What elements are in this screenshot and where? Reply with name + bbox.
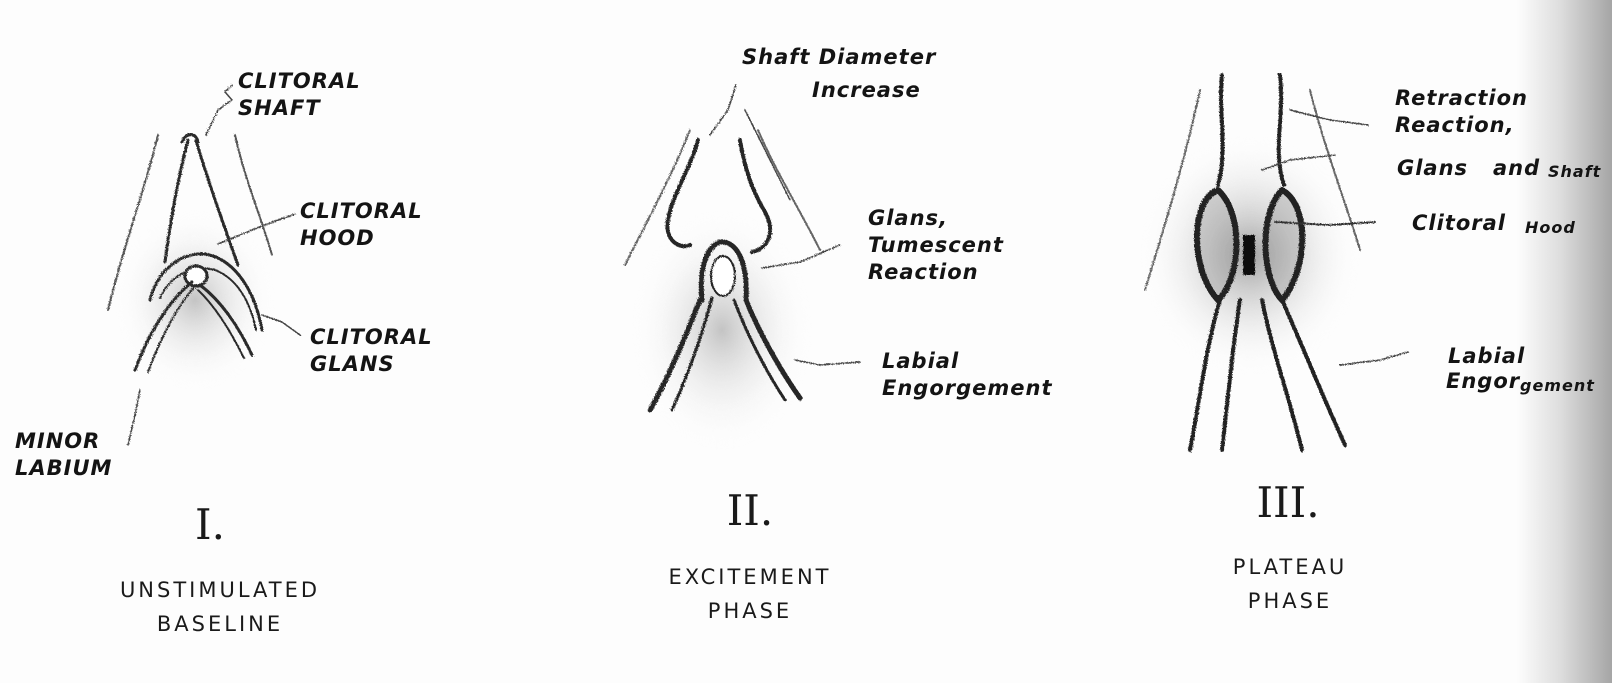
- label-labial-3: Labial: [1448, 343, 1525, 370]
- panel-1-leader-labium: [128, 390, 140, 445]
- label-hood-3: Hood: [1525, 214, 1576, 241]
- panel-2-numeral: II.: [705, 486, 795, 535]
- label-glans-tumescent-2: Glans, Tumescent Reaction: [868, 205, 1004, 286]
- panel-1-caption: UNSTIMULATED BASELINE: [90, 573, 350, 641]
- panel-1-numeral: I.: [170, 500, 250, 549]
- label-gement-3: gement: [1520, 372, 1595, 399]
- panel-2-glans: [711, 256, 735, 296]
- panel-1-drawing: [108, 85, 300, 445]
- label-shaft-3: Shaft: [1548, 158, 1601, 185]
- label-and-3: and: [1493, 155, 1540, 182]
- panel-3-numeral: III.: [1238, 478, 1338, 527]
- panel-2-leader-shaft-a: [710, 85, 736, 135]
- label-clitoral-3: Clitoral: [1412, 210, 1506, 237]
- panel-3-glans-dark: [1243, 235, 1255, 275]
- label-clitoral-shaft-1: CLITORAL SHAFT: [238, 68, 361, 122]
- label-engor-3: Engor: [1446, 368, 1520, 395]
- panel-2-shading: [632, 210, 812, 450]
- label-labial-engorgement-2: Labial Engorgement: [882, 348, 1053, 402]
- panel-2-drawing: [625, 85, 860, 450]
- panel-2-caption: EXCITEMENT PHASE: [625, 560, 875, 628]
- panel-3-drawing: [1140, 75, 1408, 450]
- label-increase-2: Increase: [812, 77, 921, 104]
- label-retraction-3: Retraction Reaction,: [1395, 85, 1528, 139]
- label-shaft-diameter-2: Shaft Diameter: [742, 44, 936, 71]
- label-minor-labium-1: MINOR LABIUM: [15, 428, 112, 482]
- label-clitoral-glans-1: CLITORAL GLANS: [310, 324, 433, 378]
- panel-3-caption: PLATEAU PHASE: [1175, 550, 1405, 618]
- panel-3-leader-labial: [1340, 352, 1408, 365]
- panel-1-leader-shaft: [206, 85, 232, 135]
- panel-3-leader-retraction: [1290, 110, 1368, 125]
- label-glans-3: Glans: [1397, 155, 1468, 182]
- panel-1-glans: [185, 266, 207, 286]
- label-clitoral-hood-1: CLITORAL HOOD: [300, 198, 423, 252]
